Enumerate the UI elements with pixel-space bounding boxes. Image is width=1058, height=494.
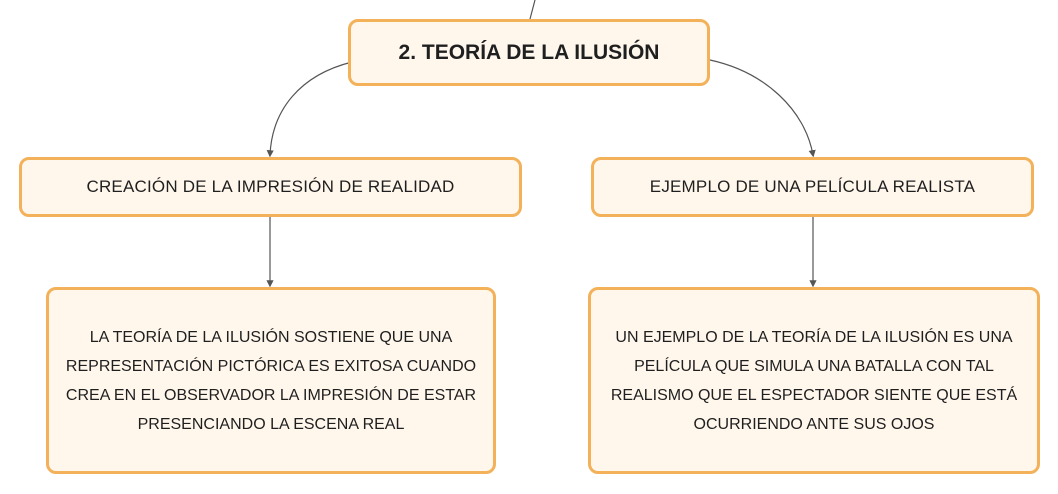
root-topic-title: 2. TEORÍA DE LA ILUSIÓN (398, 40, 660, 64)
incoming-connector (529, 0, 536, 20)
branch-label: EJEMPLO DE UNA PELÍCULA REALISTA (649, 177, 976, 196)
branch-node-realidad[interactable]: CREACIÓN DE LA IMPRESIÓN DE REALIDAD (19, 157, 522, 217)
detail-node-pelicula[interactable]: UN EJEMPLO DE LA TEORÍA DE LA ILUSIÓN ES… (588, 287, 1040, 474)
branch-label: CREACIÓN DE LA IMPRESIÓN DE REALIDAD (86, 177, 455, 196)
root-topic-node[interactable]: 2. TEORÍA DE LA ILUSIÓN (348, 19, 710, 86)
detail-text: LA TEORÍA DE LA ILUSIÓN SOSTIENE QUE UNA… (65, 328, 477, 433)
root-to-left-connector (266, 61, 353, 158)
branch-node-pelicula[interactable]: EJEMPLO DE UNA PELÍCULA REALISTA (591, 157, 1034, 217)
detail-text: UN EJEMPLO DE LA TEORÍA DE LA ILUSIÓN ES… (610, 328, 1018, 433)
root-to-right-connector (709, 59, 816, 158)
detail-node-realidad[interactable]: LA TEORÍA DE LA ILUSIÓN SOSTIENE QUE UNA… (46, 287, 496, 474)
